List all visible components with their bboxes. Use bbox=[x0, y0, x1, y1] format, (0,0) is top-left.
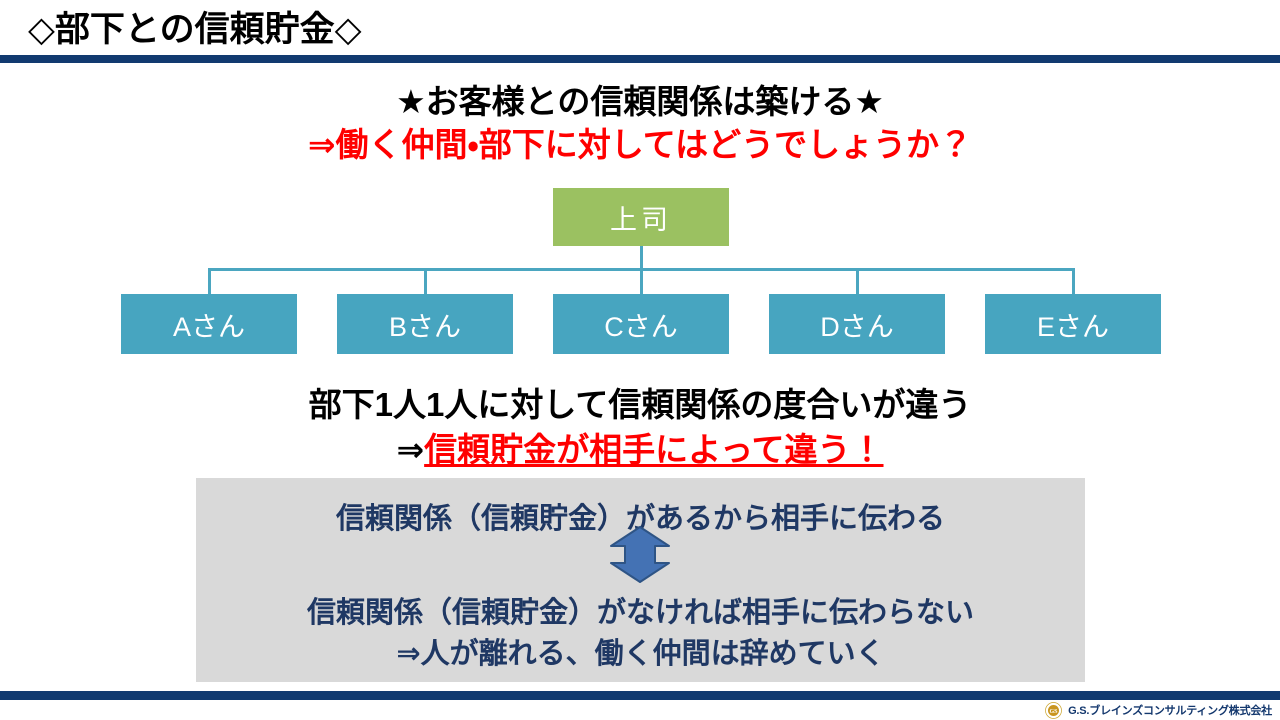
up-down-arrow-icon bbox=[610, 526, 670, 583]
footer-divider-rule bbox=[0, 691, 1280, 700]
panel-negative-statement: 信頼関係（信頼貯金）がなければ相手に伝わらない bbox=[306, 597, 974, 629]
org-node-label: Bさん bbox=[388, 311, 461, 342]
mid-statement-line-1: 部下1人1人に対して信頼関係の度合いが違う bbox=[308, 386, 972, 423]
connector-drop-d bbox=[856, 268, 859, 294]
org-node-label: Eさん bbox=[1036, 311, 1109, 342]
org-node-subordinate-d[interactable]: Dさん bbox=[769, 294, 945, 354]
svg-text:GS: GS bbox=[1050, 709, 1059, 715]
connector-drop-c bbox=[640, 268, 643, 294]
page-title: ◇部下との信頼貯金◇ bbox=[28, 10, 362, 49]
org-node-subordinate-a[interactable]: Aさん bbox=[121, 294, 297, 354]
conclusion-panel: 信頼関係（信頼貯金）があるから相手に伝わる 信頼関係（信頼貯金）がなければ相手に… bbox=[196, 478, 1085, 682]
connector-boss-stem bbox=[640, 246, 643, 270]
org-node-label: Cさん bbox=[604, 311, 678, 342]
org-node-boss[interactable]: 上司 bbox=[553, 188, 729, 246]
mid-statement-arrow-prefix: ⇒ bbox=[396, 431, 425, 468]
panel-negative-consequence: ⇒人が離れる、働く仲間は辞めていく bbox=[396, 638, 885, 670]
headline-primary: ★お客様との信頼関係は築ける★ bbox=[396, 83, 884, 120]
footer-brand-text: G.S.ブレインズコンサルティング株式会社 bbox=[1068, 705, 1272, 717]
headline-question: ⇒働く仲間・部下に対してはどうでしょうか？ bbox=[307, 126, 973, 163]
org-node-label: Aさん bbox=[172, 311, 245, 342]
org-node-subordinate-b[interactable]: Bさん bbox=[337, 294, 513, 354]
connector-drop-b bbox=[424, 268, 427, 294]
org-node-subordinate-c[interactable]: Cさん bbox=[553, 294, 729, 354]
mid-statement-highlight: 信頼貯金が相手によって違う！ bbox=[424, 431, 884, 468]
gs-seal-logo-icon: GS bbox=[1045, 701, 1062, 719]
org-node-label: Dさん bbox=[820, 311, 894, 342]
connector-drop-e bbox=[1072, 268, 1075, 294]
org-node-subordinate-e[interactable]: Eさん bbox=[985, 294, 1161, 354]
org-node-boss-label: 上司 bbox=[610, 204, 672, 235]
connector-horizontal-bus bbox=[208, 268, 1074, 271]
mid-statement-line-2: ⇒信頼貯金が相手によって違う！ bbox=[0, 423, 1280, 471]
connector-drop-a bbox=[208, 268, 211, 294]
footer-brand: GS G.S.ブレインズコンサルティング株式会社 bbox=[1045, 700, 1272, 720]
title-divider-rule bbox=[0, 55, 1280, 63]
